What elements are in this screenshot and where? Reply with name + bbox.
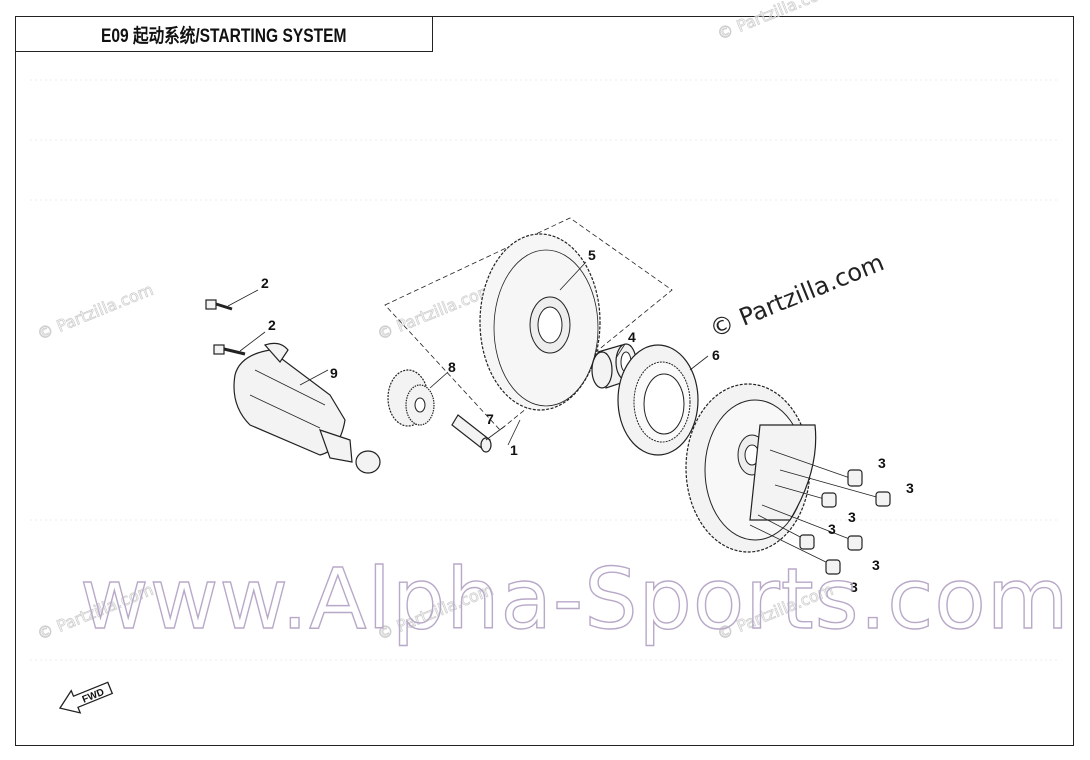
callout-1: 1 bbox=[510, 442, 518, 458]
callout-3: 3 bbox=[848, 509, 856, 525]
bolt-part-2 bbox=[205, 289, 259, 311]
watermark-partzilla-faint: © Partzilla.com bbox=[374, 280, 496, 344]
fwd-label: FWD bbox=[81, 687, 106, 706]
watermark-partzilla-faint: © Partzilla.com bbox=[34, 280, 156, 344]
shaft-pin-part-7 bbox=[451, 414, 506, 453]
diagram-frame bbox=[15, 16, 1074, 746]
callout-3: 3 bbox=[850, 579, 858, 595]
one-way-clutch-part-6 bbox=[617, 344, 709, 456]
watermark-alpha-sports: www.Alpha-Sports.com bbox=[80, 550, 1070, 648]
callout-2: 2 bbox=[268, 317, 276, 333]
background-lines bbox=[30, 79, 1060, 661]
callout-9: 9 bbox=[330, 365, 338, 381]
callout-8: 8 bbox=[448, 359, 456, 375]
idler-gear-part-8 bbox=[387, 369, 449, 427]
callout-labels: 1 2 2 3 3 3 3 3 3 4 5 6 7 8 9 bbox=[261, 247, 914, 595]
bolt-set-part-3 bbox=[749, 449, 891, 575]
diagram-title: E09 起动系统/STARTING SYSTEM bbox=[101, 25, 347, 47]
flywheel-part bbox=[685, 383, 817, 553]
callout-3: 3 bbox=[828, 521, 836, 537]
starter-driven-gear-part-5 bbox=[479, 233, 601, 446]
callout-7: 7 bbox=[486, 411, 494, 427]
callout-5: 5 bbox=[588, 247, 596, 263]
callout-6: 6 bbox=[712, 347, 720, 363]
watermark-partzilla-faint: © Partzilla.com bbox=[714, 0, 836, 44]
o-ring bbox=[355, 450, 381, 474]
callout-3: 3 bbox=[872, 557, 880, 573]
callout-4: 4 bbox=[628, 329, 636, 345]
fwd-arrow: FWD bbox=[58, 681, 114, 714]
callout-3: 3 bbox=[906, 480, 914, 496]
callout-3: 3 bbox=[878, 455, 886, 471]
watermark-partzilla: © Partzilla.com bbox=[706, 248, 888, 343]
title-box: E09 起动系统/STARTING SYSTEM bbox=[15, 16, 433, 52]
starter-motor-part-9 bbox=[233, 342, 353, 463]
callout-2: 2 bbox=[261, 275, 269, 291]
bolt-part-2 bbox=[213, 331, 266, 356]
